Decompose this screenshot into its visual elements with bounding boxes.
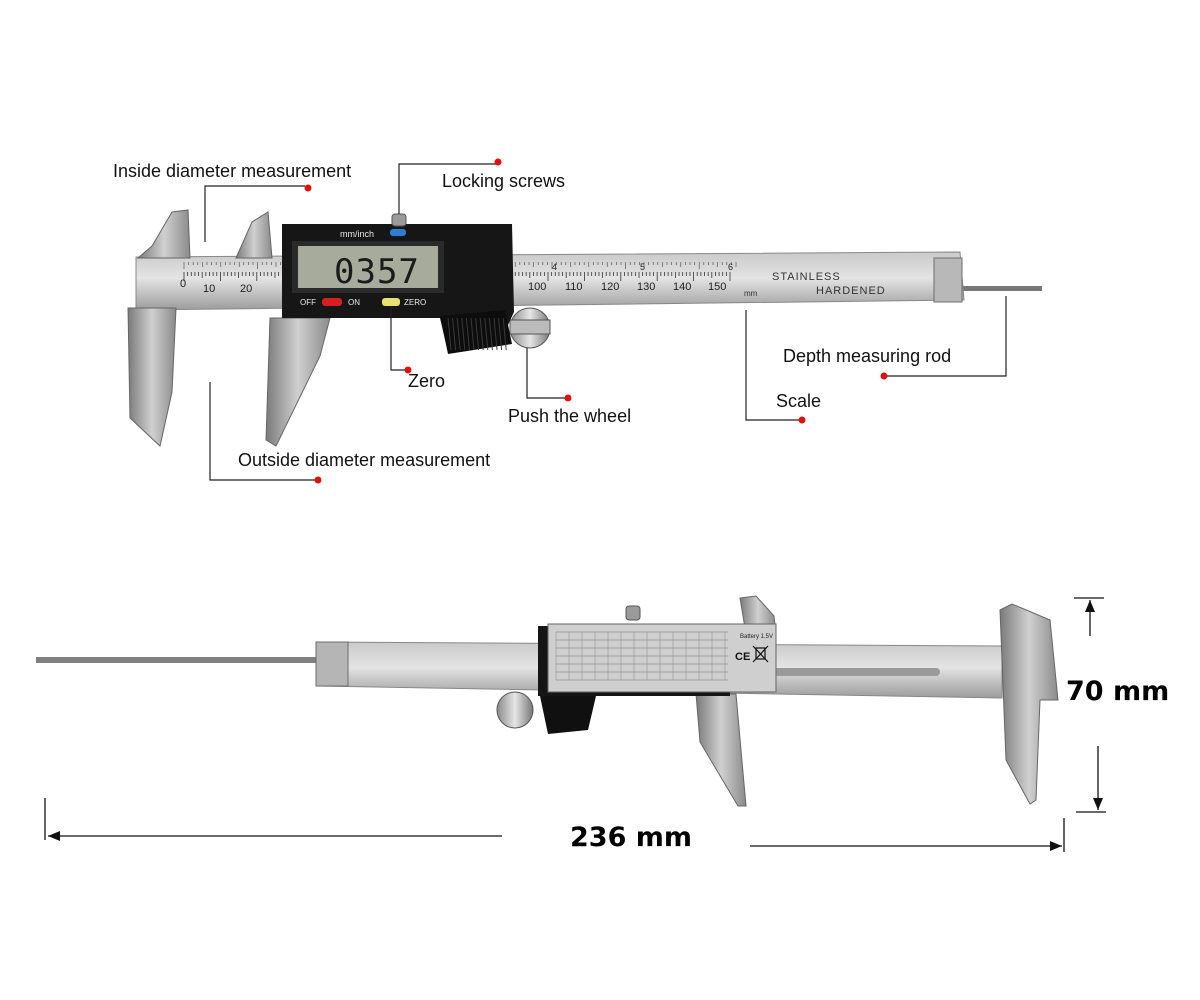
scale-number: 130 xyxy=(637,281,655,293)
inch-scale-ticks xyxy=(183,262,737,269)
inch-number: 6 xyxy=(728,262,733,272)
fixed-inside-jaw xyxy=(136,209,191,259)
top-caliper: 0 10 20 100 110 120 130 140 150 4 5 6 ST… xyxy=(127,158,1042,484)
arrow-head-up xyxy=(1085,600,1095,612)
battery-text: Battery 1.5V xyxy=(740,634,773,640)
knurl-line xyxy=(479,317,484,351)
knurl-line xyxy=(452,317,457,351)
callout-locking-screws: Locking screws xyxy=(442,171,566,191)
depth-rod xyxy=(960,286,1042,291)
back-plate-label-grid xyxy=(555,631,728,681)
knurled-grip xyxy=(540,696,596,734)
weee-bin-icon xyxy=(752,645,769,663)
on-label: ON xyxy=(348,298,360,307)
zero-button xyxy=(382,298,400,306)
leader-scale xyxy=(745,310,800,421)
knurl-lines xyxy=(447,317,507,351)
dimension-height-label: 70 mm xyxy=(1066,676,1170,707)
leader-outside-diameter xyxy=(209,382,316,481)
knurl-line xyxy=(461,317,466,351)
callout-inside-diameter: Inside diameter measurement xyxy=(113,161,352,181)
off-label: OFF xyxy=(300,298,316,307)
fixed-outside-jaw xyxy=(127,307,177,447)
zero-label: ZERO xyxy=(404,298,426,307)
end-clip xyxy=(315,641,349,687)
inch-number: 4 xyxy=(552,262,557,272)
scale-number: 100 xyxy=(528,281,546,293)
arrow-head-down xyxy=(1093,798,1103,810)
bar-text-hardened: HARDENED xyxy=(816,285,886,297)
marker-dot xyxy=(314,476,322,484)
marker-dot xyxy=(494,158,502,166)
leader-locking-screws xyxy=(398,163,496,214)
marker-dot xyxy=(880,372,888,380)
knurl-line xyxy=(484,317,489,351)
callout-push-wheel: Push the wheel xyxy=(508,406,632,426)
moving-outside-jaw xyxy=(265,317,331,447)
knurl-line xyxy=(502,317,507,351)
mode-label: mm/inch xyxy=(340,229,374,239)
scale-number: 20 xyxy=(240,283,252,295)
scale-number: 10 xyxy=(203,283,215,295)
metric-scale-numbers: 0 10 20 100 110 120 130 140 150 xyxy=(180,278,726,295)
callout-outside-diameter: Outside diameter measurement xyxy=(238,450,491,470)
callout-depth-rod: Depth measuring rod xyxy=(783,346,952,366)
marker-dot xyxy=(798,416,806,424)
back-plate xyxy=(547,623,777,693)
leader-inside-diameter xyxy=(204,185,305,242)
knurl-line xyxy=(498,317,503,351)
fixed-jaw xyxy=(999,603,1059,805)
arrow-head-right xyxy=(1050,841,1062,851)
dimension-length-label: 236 mm xyxy=(570,822,693,853)
marker-dot xyxy=(404,366,412,374)
lcd-screen xyxy=(298,246,438,288)
arrow-head-left xyxy=(48,831,60,841)
lcd-reading: 0357 xyxy=(334,252,420,292)
knurl-line xyxy=(465,317,470,351)
moving-outside-jaw xyxy=(695,693,747,807)
knurl-line xyxy=(488,317,493,351)
dimension-lines xyxy=(44,597,1106,852)
scale-ticks xyxy=(183,272,731,281)
bar-text-unit: mm xyxy=(744,289,758,298)
bar-text-stainless: STAINLESS xyxy=(772,271,841,283)
inch-number: 5 xyxy=(640,262,645,272)
callout-scale: Scale xyxy=(776,391,822,411)
knurl-line xyxy=(475,317,480,351)
leader-lines xyxy=(204,163,1007,481)
red-markers xyxy=(304,158,888,484)
knurl-line xyxy=(470,317,475,351)
moving-inside-jaw xyxy=(235,211,273,259)
depth-rod xyxy=(36,657,326,663)
knurl-line xyxy=(493,317,498,351)
bottom-caliper: Battery 1.5V CE xyxy=(36,595,1106,852)
ce-mark: CE xyxy=(735,651,750,663)
leader-push-wheel xyxy=(526,348,566,399)
knurl-line xyxy=(456,317,461,351)
locking-screw-knob xyxy=(625,605,641,621)
thumb-wheel-rim xyxy=(509,319,551,335)
scale-number: 120 xyxy=(601,281,619,293)
inch-scale-numbers: 4 5 6 xyxy=(552,262,733,272)
end-clip xyxy=(933,257,963,303)
scale-number: 110 xyxy=(565,281,583,293)
locking-screw-knob xyxy=(391,213,407,227)
marker-dot xyxy=(304,184,312,192)
mode-button xyxy=(390,229,406,236)
leader-zero xyxy=(390,306,406,371)
marker-dot xyxy=(564,394,572,402)
leader-depth-rod xyxy=(884,296,1007,377)
arrow-heads xyxy=(48,600,1103,851)
callout-zero: Zero xyxy=(408,371,446,391)
scale-number: 140 xyxy=(673,281,691,293)
off-on-button xyxy=(322,298,342,306)
knurl-line xyxy=(447,317,452,351)
thumb-wheel xyxy=(496,691,534,729)
scale-number: 0 xyxy=(180,278,186,290)
scale-number: 150 xyxy=(708,281,726,293)
